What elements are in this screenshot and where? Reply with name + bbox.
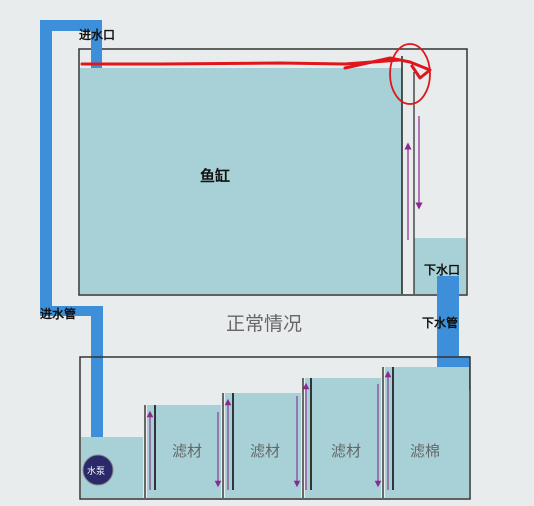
filter-chamber-2 (225, 393, 301, 498)
pump-label: 水泵 (87, 465, 105, 477)
tank-label: 鱼缸 (200, 167, 230, 185)
filter-label-3: 滤材 (331, 442, 361, 460)
filter-label-4: 滤棉 (410, 442, 440, 460)
inlet-label: 进水口 (79, 27, 115, 42)
filter-chamber-3 (305, 378, 381, 498)
filter-label-2: 滤材 (250, 442, 280, 460)
filter-chamber-1 (147, 405, 221, 498)
filter-label-1: 滤材 (172, 442, 202, 460)
filter-chamber-4 (385, 367, 469, 498)
tank-water (80, 68, 402, 294)
fish-tank (78, 48, 468, 296)
red-annotation (80, 43, 432, 105)
diagram-title: 正常情况 (226, 313, 302, 335)
sump (79, 356, 471, 500)
drain-pipe-label: 下水管 (422, 315, 458, 330)
outlet-label: 下水口 (424, 262, 460, 277)
pump-icon (82, 454, 114, 486)
inlet-pipe-label: 进水管 (40, 306, 76, 321)
inlet-pipe (40, 20, 103, 462)
